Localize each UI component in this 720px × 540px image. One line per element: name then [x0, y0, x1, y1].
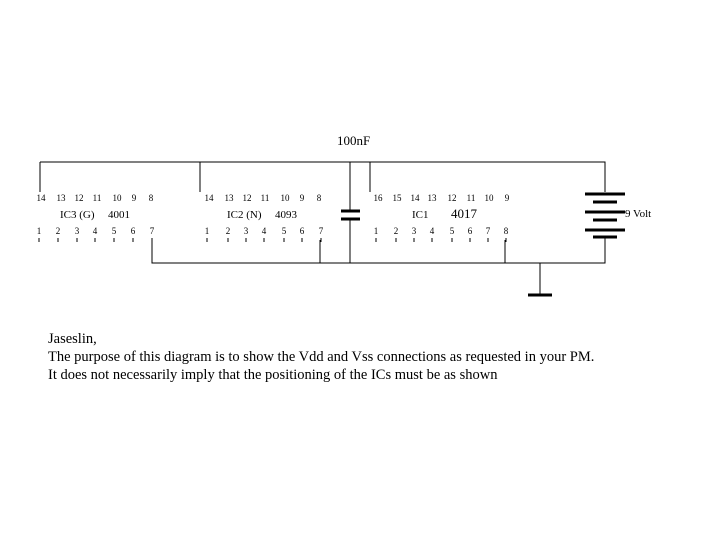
pin-label-top: 13: [57, 193, 67, 203]
vdd-rail: [39, 161, 606, 210]
ic2-name: IC2 (N): [227, 209, 262, 221]
pin-label-bottom: 4: [430, 226, 435, 236]
pin-label-bottom: 2: [56, 226, 61, 236]
pin-label-bottom: 5: [282, 226, 287, 236]
pin-label-top: 9: [300, 193, 305, 203]
ic1-part: 4017: [451, 206, 478, 221]
pin-label-top: 10: [485, 193, 495, 203]
pin-label-top: 14: [37, 193, 47, 203]
pin-label-top: 10: [281, 193, 291, 203]
pin-label-top: 14: [205, 193, 215, 203]
pin-label-bottom: 6: [131, 226, 136, 236]
pin-label-top: 14: [411, 193, 421, 203]
pin-label-top: 13: [225, 193, 235, 203]
pin-label-top: 12: [75, 193, 84, 203]
pin-label-bottom: 1: [374, 226, 379, 236]
pin-label-bottom: 8: [504, 226, 509, 236]
pin-label-top: 16: [374, 193, 384, 203]
note-line-1: Jaseslin,: [48, 331, 97, 347]
pin-label-top: 12: [448, 193, 457, 203]
note-line-3: It does not necessarily imply that the p…: [48, 367, 498, 383]
pin-label-bottom: 6: [300, 226, 305, 236]
pin-label-bottom: 2: [394, 226, 399, 236]
battery-label: 9 Volt: [625, 208, 651, 220]
pin-label-bottom: 4: [93, 226, 98, 236]
ic3-part: 4001: [108, 209, 130, 221]
pin-label-top: 9: [132, 193, 137, 203]
capacitor-label: 100nF: [337, 133, 370, 148]
pin-label-top: 11: [261, 193, 270, 203]
pin-label-bottom: 5: [112, 226, 117, 236]
pin-label-bottom: 1: [205, 226, 210, 236]
pin-label-bottom: 6: [468, 226, 473, 236]
pin-label-top: 8: [149, 193, 154, 203]
pin-label-bottom: 7: [319, 226, 324, 236]
pin-label-bottom: 7: [150, 226, 155, 236]
pin-label-bottom: 4: [262, 226, 267, 236]
pin-label-top: 9: [505, 193, 510, 203]
note-line-2: The purpose of this diagram is to show t…: [48, 349, 595, 365]
vss-rail: [151, 220, 606, 295]
pin-label-top: 15: [393, 193, 403, 203]
pin-label-bottom: 3: [75, 226, 80, 236]
pin-label-top: 12: [243, 193, 252, 203]
pin-label-bottom: 3: [412, 226, 417, 236]
pin-label-bottom: 2: [226, 226, 231, 236]
pin-label-bottom: 1: [37, 226, 42, 236]
pin-label-top: 10: [113, 193, 123, 203]
pin-label-bottom: 7: [486, 226, 491, 236]
pin-label-bottom: 3: [244, 226, 249, 236]
pin-label-top: 11: [93, 193, 102, 203]
ic2-part: 4093: [275, 209, 298, 221]
pin-label-top: 11: [467, 193, 476, 203]
pin-label-top: 8: [317, 193, 322, 203]
ic1-name: IC1: [412, 209, 429, 221]
note-text: Jaseslin, The purpose of this diagram is…: [48, 330, 594, 384]
ic3-name: IC3 (G): [60, 209, 95, 221]
pin-label-top: 13: [428, 193, 438, 203]
pin-label-bottom: 5: [450, 226, 455, 236]
